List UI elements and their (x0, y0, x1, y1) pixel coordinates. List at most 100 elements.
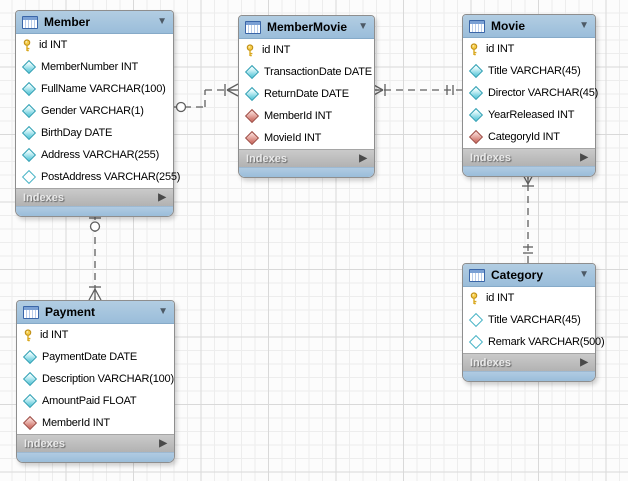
column-row[interactable]: MovieId INT (239, 127, 374, 149)
column-label: ReturnDate DATE (264, 88, 349, 100)
table-payment: Payment ▼ id INT PaymentDate DATE Descriptio… (16, 300, 175, 463)
column-label: Description VARCHAR(100) (42, 373, 174, 385)
column-row[interactable]: TransactionDate DATE (239, 61, 374, 83)
column-label: id INT (40, 329, 69, 341)
column-label: Gender VARCHAR(1) (41, 105, 144, 117)
column-row[interactable]: Remark VARCHAR(500) (463, 331, 605, 353)
table-membermovie: MemberMovie ▼ id INT TransactionDate DATE Re… (238, 15, 375, 178)
attribute-diamond-icon (468, 63, 484, 79)
column-row[interactable]: PaymentDate DATE (17, 346, 174, 368)
indexes-bar[interactable]: Indexes ▶ (16, 188, 173, 206)
nullable-attribute-diamond-icon (21, 169, 37, 185)
column-label: Director VARCHAR(45) (488, 87, 599, 99)
attribute-diamond-icon (244, 64, 260, 80)
column-row[interactable]: Description VARCHAR(100) (17, 368, 174, 390)
table-member: Member▼ id INT MemberNumber INT FullName VA… (15, 10, 180, 217)
primary-key-icon (470, 42, 478, 55)
expand-arrow-icon[interactable]: ▶ (159, 437, 167, 449)
column-row[interactable]: BirthDay DATE (16, 122, 173, 144)
column-label: Title VARCHAR(45) (488, 314, 581, 326)
table-footer (463, 371, 595, 381)
column-row[interactable]: Director VARCHAR(45) (463, 82, 599, 104)
collapse-arrow-icon[interactable]: ▼ (579, 269, 589, 280)
table-header[interactable]: Movie ▼ (463, 15, 595, 38)
indexes-bar[interactable]: Indexes▶ (463, 353, 595, 371)
table-icon (469, 19, 485, 33)
expand-arrow-icon[interactable]: ▶ (580, 356, 588, 368)
expand-arrow-icon[interactable]: ▶ (158, 191, 166, 203)
collapse-arrow-icon[interactable]: ▼ (579, 20, 589, 31)
table-icon (22, 15, 38, 29)
expand-arrow-icon[interactable]: ▶ (359, 152, 367, 164)
foreign-key-diamond-icon (22, 415, 38, 431)
attribute-diamond-icon (21, 125, 37, 141)
primary-key-icon (23, 38, 31, 51)
column-label: TransactionDate DATE (264, 66, 372, 78)
table-header[interactable]: Payment ▼ (17, 301, 174, 324)
column-label: MemberNumber INT (41, 61, 139, 73)
table-icon (23, 305, 39, 319)
column-row[interactable]: Title VARCHAR(45) (463, 309, 595, 331)
collapse-arrow-icon[interactable]: ▼ (158, 306, 168, 317)
collapse-arrow-icon[interactable]: ▼ (157, 16, 167, 27)
column-row[interactable]: CategoryId INT (463, 126, 595, 148)
column-label: AmountPaid FLOAT (42, 395, 137, 407)
attribute-diamond-icon (244, 86, 260, 102)
column-label: Remark VARCHAR(500) (488, 336, 605, 348)
column-label: id INT (486, 292, 515, 304)
column-row[interactable]: Title VARCHAR(45) (463, 60, 595, 82)
column-label: MemberId INT (42, 417, 110, 429)
nullable-attribute-diamond-icon (468, 312, 484, 328)
attribute-diamond-icon (22, 349, 38, 365)
column-label: id INT (262, 44, 291, 56)
attribute-diamond-icon (21, 103, 37, 119)
indexes-bar[interactable]: Indexes▶ (463, 148, 595, 166)
column-label: id INT (39, 39, 68, 51)
indexes-label: Indexes (246, 152, 287, 165)
column-row[interactable]: MemberNumber INT (16, 56, 173, 78)
column-label: MemberId INT (264, 110, 332, 122)
column-row[interactable]: id INT (16, 34, 173, 56)
indexes-bar[interactable]: Indexes ▶ (17, 434, 174, 452)
column-row[interactable]: FullName VARCHAR(100) (16, 78, 173, 100)
table-title: Payment (45, 305, 96, 319)
attribute-diamond-icon (21, 81, 37, 97)
column-row[interactable]: Address VARCHAR(255) (16, 144, 173, 166)
column-row[interactable]: AmountPaid FLOAT (17, 390, 174, 412)
collapse-arrow-icon[interactable]: ▼ (358, 21, 368, 32)
indexes-label: Indexes (24, 437, 65, 450)
column-row[interactable]: id INT (463, 287, 595, 309)
primary-key-icon (470, 291, 478, 304)
indexes-bar[interactable]: Indexes ▶ (239, 149, 374, 167)
column-row[interactable]: id INT (239, 39, 374, 61)
column-row[interactable]: PostAddress VARCHAR(255) (16, 166, 180, 188)
table-category: Category ▼ id INT Title VARCHAR(45) Remark V… (462, 263, 605, 382)
primary-key-icon (24, 328, 32, 341)
column-row[interactable]: YearReleased INT (463, 104, 595, 126)
column-label: BirthDay DATE (41, 127, 113, 139)
column-row[interactable]: Gender VARCHAR(1) (16, 100, 173, 122)
column-row[interactable]: MemberId INT (239, 105, 374, 127)
attribute-diamond-icon (468, 107, 484, 123)
column-row[interactable]: id INT (17, 324, 174, 346)
attribute-diamond-icon (22, 393, 38, 409)
table-header[interactable]: Category ▼ (463, 264, 595, 287)
column-label: Address VARCHAR(255) (41, 149, 160, 161)
table-title: Movie (491, 19, 526, 33)
indexes-label: Indexes (23, 191, 64, 204)
table-header[interactable]: Member▼ (16, 11, 173, 34)
table-header[interactable]: MemberMovie ▼ (239, 16, 374, 39)
table-footer (16, 206, 173, 216)
column-row[interactable]: ReturnDate DATE (239, 83, 374, 105)
attribute-diamond-icon (21, 147, 37, 163)
column-row[interactable]: id INT (463, 38, 595, 60)
table-icon (245, 20, 261, 34)
expand-arrow-icon[interactable]: ▶ (580, 151, 588, 163)
table-title: MemberMovie (267, 20, 348, 34)
column-row[interactable]: MemberId INT (17, 412, 174, 434)
attribute-diamond-icon (21, 59, 37, 75)
table-title: Category (491, 268, 544, 282)
column-label: CategoryId INT (488, 131, 560, 143)
